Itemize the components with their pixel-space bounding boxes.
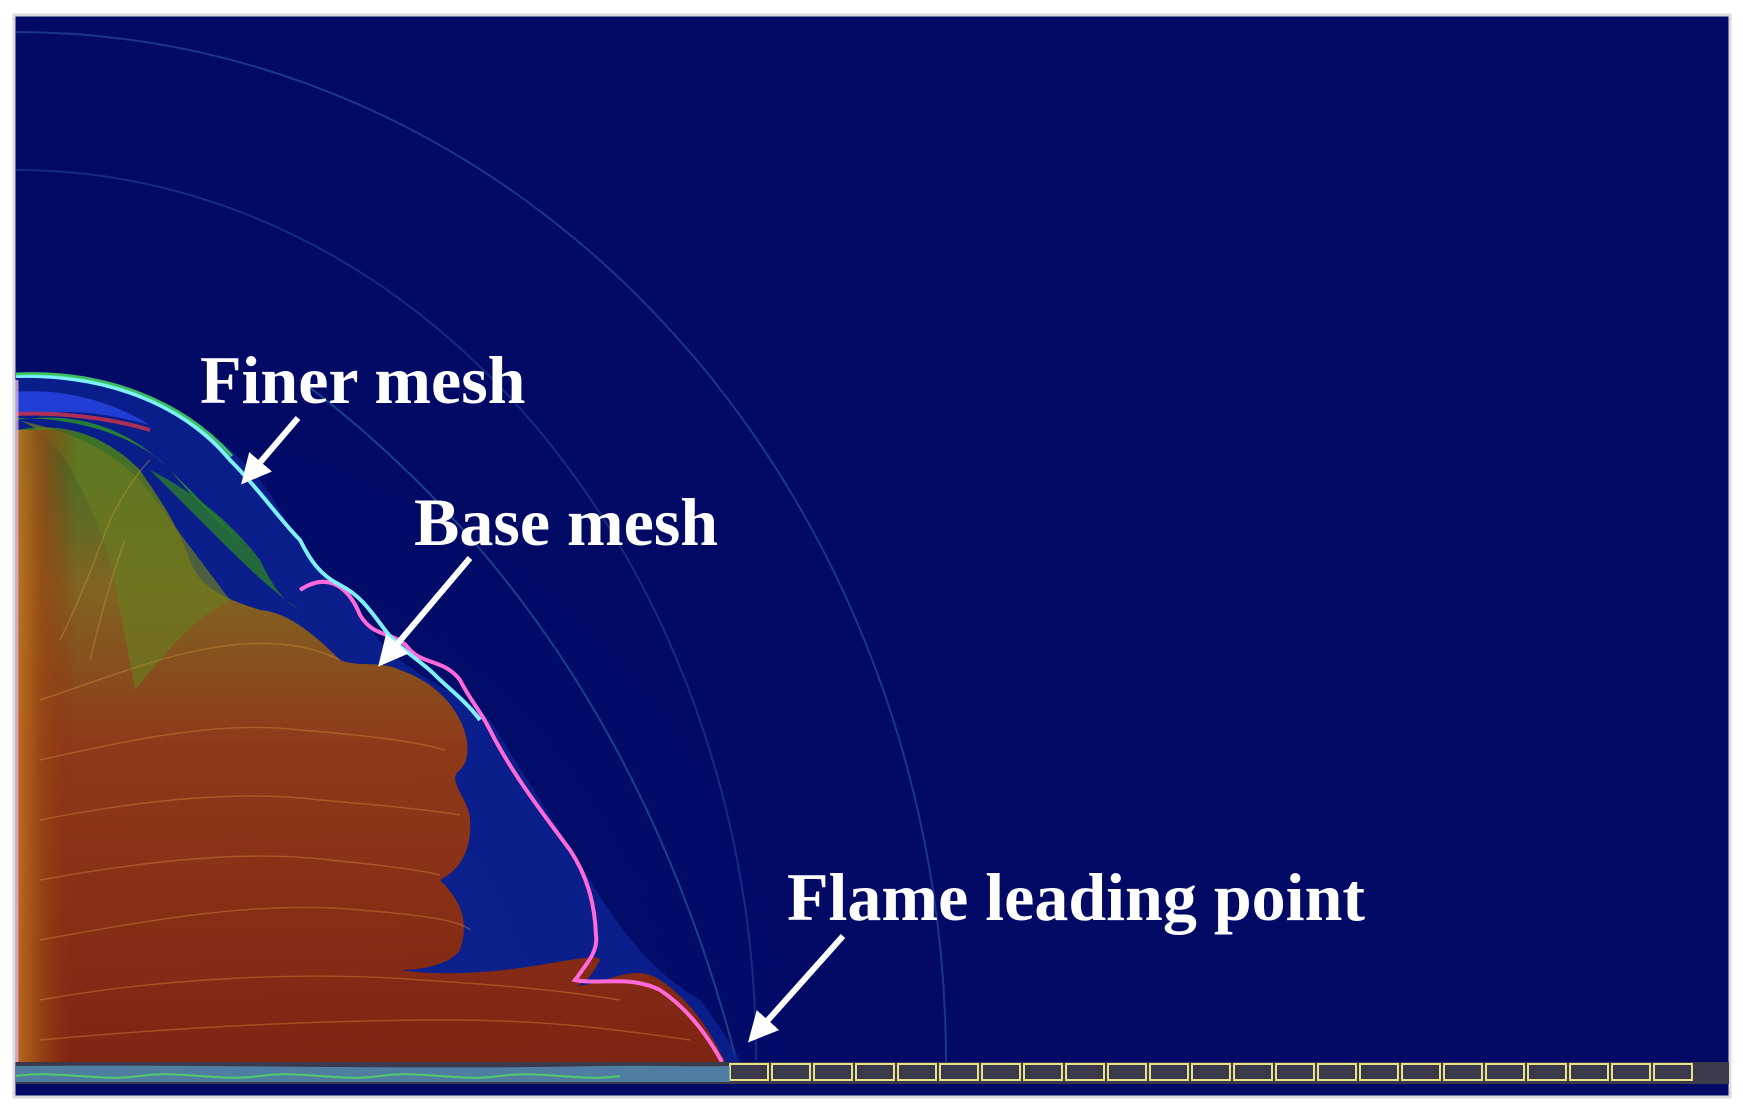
wall-cell	[1149, 1063, 1189, 1081]
finer-mesh-front-outer	[15, 372, 234, 458]
wall-cell	[1401, 1063, 1441, 1081]
bottom-wall-green-wave	[15, 1073, 621, 1079]
wall-cell	[1107, 1063, 1147, 1081]
burnt-inner-v	[16, 420, 230, 690]
wall-cell	[771, 1063, 811, 1081]
wall-cell	[1485, 1063, 1525, 1081]
flame-leading-point-arrow	[748, 934, 846, 1043]
pressure-wave-arc-outer	[15, 31, 947, 1063]
pressure-wave-arc-near	[299, 379, 736, 1056]
flame-leading-point-label: Flame leading point	[787, 859, 1365, 935]
wall-cell	[855, 1063, 895, 1081]
bottom-wall-cells	[729, 1063, 1693, 1081]
wall-cell	[1569, 1063, 1609, 1081]
green-reaction-band-2	[150, 470, 300, 610]
wall-cell	[981, 1063, 1021, 1081]
wall-cell	[1527, 1063, 1567, 1081]
red-cap-line	[15, 411, 151, 432]
burnt-left-band	[16, 430, 76, 1062]
wall-cell	[1317, 1063, 1357, 1081]
burnt-contours	[39, 459, 691, 1041]
wall-cell	[1023, 1063, 1063, 1081]
wall-cell	[1611, 1063, 1651, 1081]
bottom-wall-colored-band	[16, 1065, 730, 1082]
wall-cell	[1065, 1063, 1105, 1081]
wall-cell	[1275, 1063, 1315, 1081]
wall-cell	[1191, 1063, 1231, 1081]
finer-mesh-front	[15, 373, 482, 722]
blue-cap-region	[16, 391, 150, 425]
finer-mesh-label: Finer mesh	[200, 342, 526, 418]
wall-cell	[1653, 1063, 1693, 1081]
wall-cell	[1443, 1063, 1483, 1081]
pressure-wave-arc-inner	[15, 169, 757, 1061]
finer-mesh-arrow	[241, 416, 301, 485]
wall-cell	[1233, 1063, 1273, 1081]
wall-cell	[813, 1063, 853, 1081]
wall-cell	[939, 1063, 979, 1081]
wall-cell	[1359, 1063, 1399, 1081]
wall-cell	[897, 1063, 937, 1081]
base-mesh-label: Base mesh	[414, 484, 718, 560]
base-mesh-arrow	[378, 556, 473, 667]
